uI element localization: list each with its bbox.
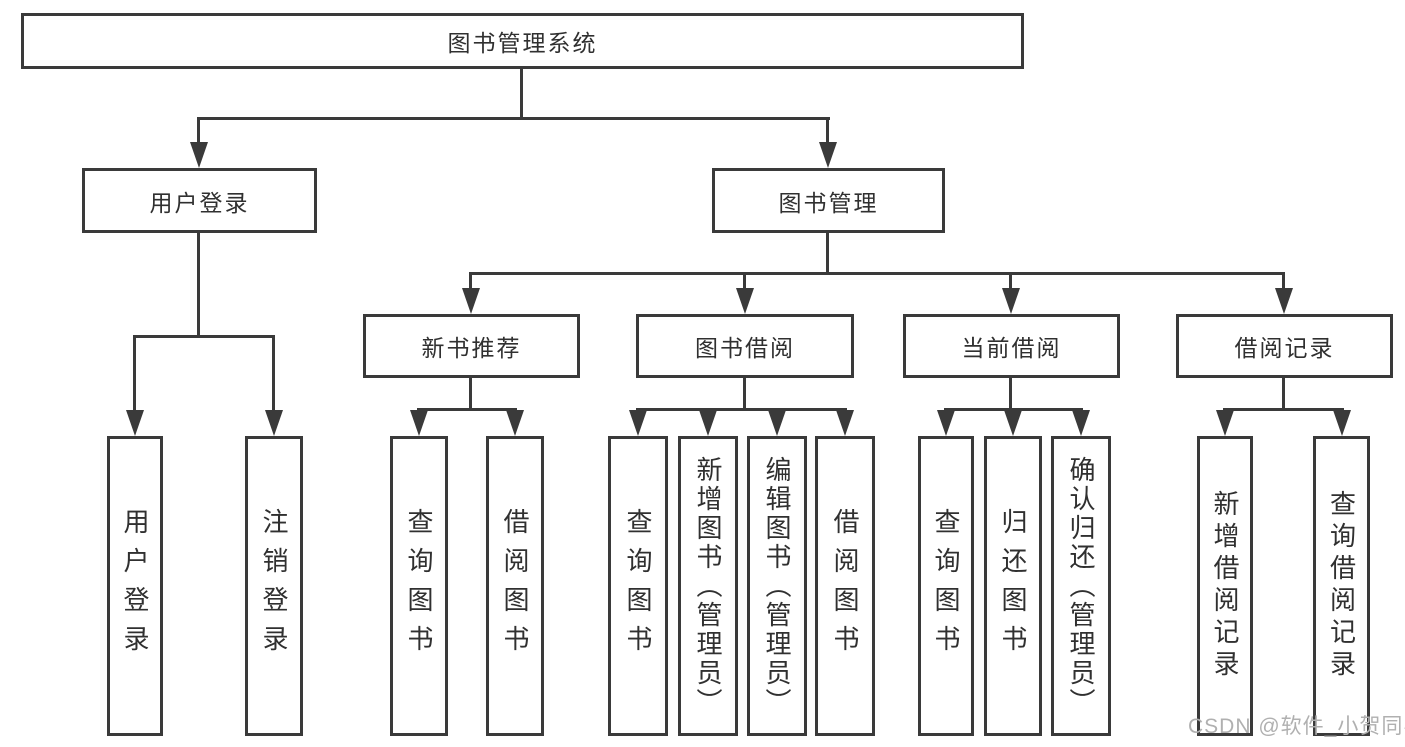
leaf-add-borrow-record: 新增借阅记录 [1197,436,1253,736]
arrowhead-icon [937,410,955,436]
arrowhead-icon [1216,410,1234,436]
connector [1282,378,1285,410]
node-current-borrow: 当前借阅 [903,314,1120,378]
arrowhead-icon [1072,410,1090,436]
arrowhead-icon [126,410,144,436]
leaf-confirm-return-admin-label: 确认归还（管理员） [1066,455,1096,717]
arrowhead-icon [699,410,717,436]
leaf-logout: 注销登录 [245,436,303,736]
node-root-label: 图书管理系统 [447,30,598,56]
arrowhead-icon [506,410,524,436]
arrowhead-icon [1333,410,1351,436]
leaf-logout-label: 注销登录 [259,508,289,664]
node-book-management-label: 图书管理 [778,189,879,216]
arrowhead-icon [819,142,837,168]
arrowhead-icon [190,142,208,168]
connector [417,408,517,411]
leaf-query-book-1: 查询图书 [390,436,448,736]
arrowhead-icon [1002,288,1020,314]
connector [826,233,829,274]
leaf-user-login-label: 用户登录 [120,508,150,664]
leaf-borrow-book-1-label: 借阅图书 [500,508,530,664]
arrowhead-icon [629,410,647,436]
connector [944,408,1083,411]
connector [636,408,847,411]
node-new-book-recommend: 新书推荐 [363,314,580,378]
connector [1282,272,1285,290]
arrowhead-icon [410,410,428,436]
arrowhead-icon [1275,288,1293,314]
leaf-return-book: 归还图书 [984,436,1042,736]
leaf-user-login: 用户登录 [107,436,163,736]
leaf-query-borrow-record-label: 查询借阅记录 [1326,490,1357,682]
arrowhead-icon [768,410,786,436]
connector [1223,408,1344,411]
leaf-add-book-admin-label: 新增图书（管理员） [693,455,723,717]
leaf-query-book-3-label: 查询图书 [931,508,961,664]
leaf-borrow-book-2-label: 借阅图书 [830,508,860,664]
node-borrow-records: 借阅记录 [1176,314,1393,378]
connector [1009,378,1012,410]
node-book-borrow-label: 图书借阅 [695,335,795,361]
leaf-borrow-book-2: 借阅图书 [815,436,875,736]
leaf-query-book-1-label: 查询图书 [404,508,434,664]
leaf-edit-book-admin: 编辑图书（管理员） [747,436,807,736]
arrowhead-icon [1004,410,1022,436]
connector [743,378,746,410]
leaf-add-borrow-record-label: 新增借阅记录 [1210,490,1240,682]
connector [743,272,746,290]
arrowhead-icon [836,410,854,436]
node-book-management: 图书管理 [712,168,945,233]
connector [197,117,200,145]
arrowhead-icon [736,288,754,314]
node-current-borrow-label: 当前借阅 [961,335,1062,361]
connector [197,117,830,120]
node-user-login-label: 用户登录 [149,189,250,216]
leaf-return-book-label: 归还图书 [998,508,1028,664]
node-new-book-recommend-label: 新书推荐 [421,335,522,361]
connector [133,335,136,411]
node-borrow-records-label: 借阅记录 [1234,335,1335,361]
leaf-borrow-book-1: 借阅图书 [486,436,544,736]
leaf-query-book-2-label: 查询图书 [623,508,653,664]
leaf-query-book-2: 查询图书 [608,436,668,736]
connector [826,117,829,145]
leaf-add-book-admin: 新增图书（管理员） [678,436,738,736]
connector [272,335,275,411]
leaf-query-book-3: 查询图书 [918,436,974,736]
connector [133,335,275,338]
connector [469,272,472,290]
connector [469,272,1285,275]
node-book-borrow: 图书借阅 [636,314,854,378]
watermark: CSDN @软件_小贺同学 [1188,715,1405,738]
arrowhead-icon [462,288,480,314]
leaf-edit-book-admin-label: 编辑图书（管理员） [762,455,792,717]
connector [197,233,200,337]
node-root: 图书管理系统 [21,13,1024,69]
connector [520,69,523,119]
arrowhead-icon [265,410,283,436]
node-user-login: 用户登录 [82,168,317,233]
leaf-confirm-return-admin: 确认归还（管理员） [1051,436,1111,736]
leaf-query-borrow-record: 查询借阅记录 [1313,436,1370,736]
connector [1009,272,1012,290]
connector [469,378,472,410]
